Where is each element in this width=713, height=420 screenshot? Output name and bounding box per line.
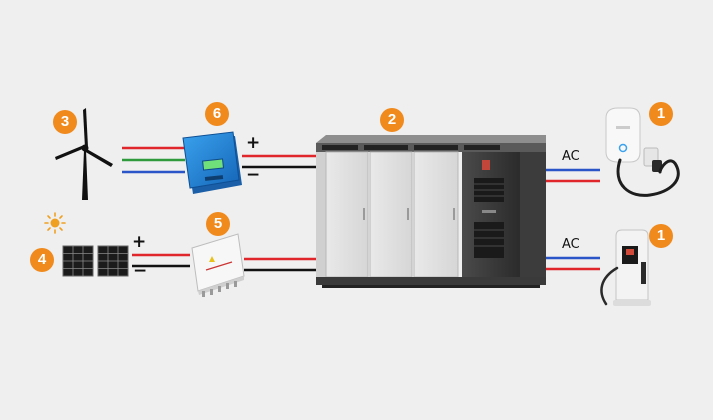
minus-sign-top: − bbox=[246, 165, 261, 185]
wind-turbine-icon bbox=[55, 108, 113, 200]
wall-ev-charger-icon bbox=[605, 107, 680, 197]
cabinet-to-dc-charger-ac-wires bbox=[544, 256, 600, 271]
solar-to-combiner-wires bbox=[132, 253, 190, 268]
combiner-to-cabinet-dc-wires bbox=[244, 257, 318, 272]
storage-cabinet-icon bbox=[316, 135, 546, 288]
wind-turbine-badge: 3 bbox=[53, 110, 77, 134]
inverter-to-cabinet-dc-wires bbox=[242, 154, 318, 169]
plus-sign-bottom: + bbox=[132, 232, 147, 252]
solar-badge: 4 bbox=[30, 248, 54, 272]
minus-sign-bottom: − bbox=[133, 261, 148, 281]
combiner-box-icon bbox=[191, 233, 245, 297]
ac-label-bottom: AC bbox=[562, 237, 580, 252]
sun-icon bbox=[44, 212, 66, 234]
cabinet-to-wall-charger-ac-wires bbox=[544, 168, 600, 183]
combiner-box-badge: 5 bbox=[206, 212, 230, 236]
wind-inverter-icon bbox=[182, 131, 242, 194]
storage-cabinet-badge: 2 bbox=[380, 108, 404, 132]
plus-sign-top: + bbox=[246, 133, 261, 153]
solar-panel-icon bbox=[62, 245, 129, 277]
dc-fast-charger-icon bbox=[600, 229, 651, 306]
ac-label-top: AC bbox=[562, 149, 580, 164]
dc-charger-badge: 1 bbox=[649, 224, 673, 248]
wind-inverter-badge: 6 bbox=[205, 102, 229, 126]
wall-charger-badge: 1 bbox=[649, 102, 673, 126]
wind-to-inverter-wires bbox=[122, 146, 185, 174]
